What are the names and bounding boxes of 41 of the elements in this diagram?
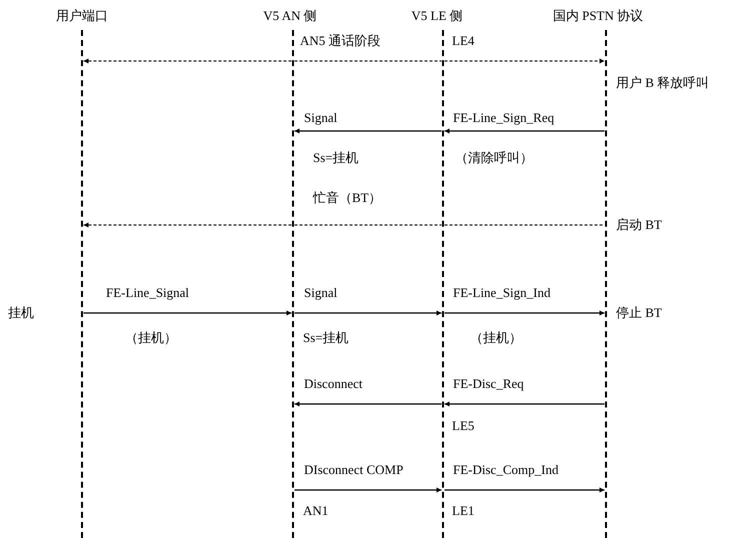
note-text: 启动 BT	[616, 217, 662, 233]
note-text: LE5	[452, 418, 474, 434]
arrow	[294, 402, 442, 406]
note-text: （清除呼叫）	[455, 150, 533, 166]
lifeline-header: 用户端口	[56, 8, 108, 24]
arrow	[444, 488, 604, 492]
note-text: （挂机）	[470, 330, 522, 346]
note-text: AN5 通话阶段	[300, 33, 381, 49]
note-text: 挂机	[8, 305, 34, 321]
note-text: AN1	[303, 503, 328, 519]
arrow	[83, 58, 292, 64]
lifeline	[442, 30, 444, 538]
arrow	[84, 310, 292, 316]
edge-label: FE-Disc_Req	[452, 376, 525, 392]
arrow	[294, 488, 442, 492]
lifeline-header: V5 AN 侧	[263, 8, 317, 24]
arrow	[444, 310, 604, 316]
arrow	[294, 310, 442, 316]
edge-label: FE-Line_Sign_Req	[452, 110, 556, 126]
arrow	[444, 128, 604, 134]
edge-label: FE-Line_Signal	[105, 285, 190, 301]
lifeline-header: V5 LE 侧	[411, 8, 463, 24]
edge-label: Signal	[303, 285, 338, 301]
note-text: （挂机）	[125, 330, 177, 346]
edge-label: Signal	[303, 110, 338, 126]
note-text: LE1	[452, 503, 474, 519]
lifeline	[605, 30, 607, 538]
note-text: 停止 BT	[616, 305, 662, 321]
note-text: 用户 B 释放呼叫	[616, 75, 710, 91]
note-text: LE4	[452, 33, 474, 49]
arrow	[83, 222, 292, 228]
note-text: Ss=挂机	[303, 330, 349, 346]
lifeline-header: 国内 PSTN 协议	[552, 8, 644, 24]
arrow	[294, 128, 442, 134]
lifeline	[81, 30, 83, 538]
arrow	[444, 58, 605, 64]
edge-label: FE-Line_Sign_Ind	[452, 285, 552, 301]
edge-label: FE-Disc_Comp_Ind	[452, 462, 560, 478]
lifeline	[292, 30, 294, 538]
note-text: Ss=挂机	[313, 150, 359, 166]
arrow	[444, 402, 604, 406]
